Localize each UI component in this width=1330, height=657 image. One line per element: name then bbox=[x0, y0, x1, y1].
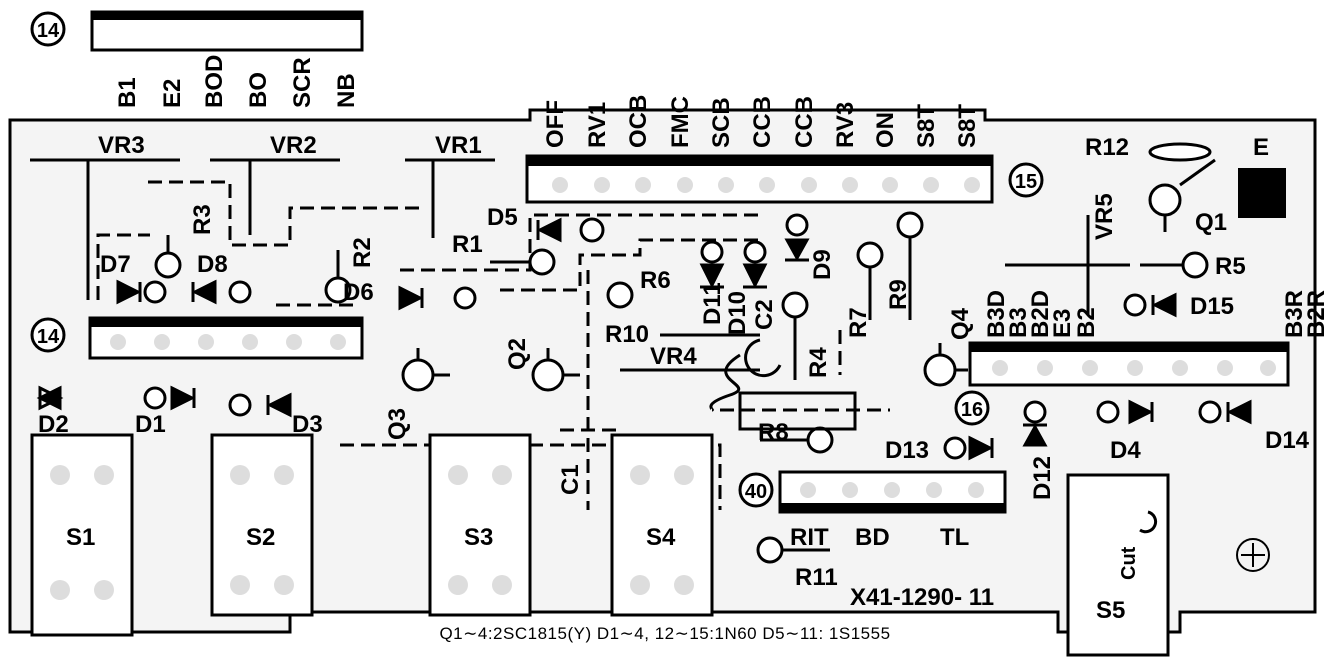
q1-label: Q1 bbox=[1195, 209, 1227, 236]
connector-40: 40 RIT BD TL bbox=[738, 470, 1007, 551]
emitter-pad bbox=[1238, 168, 1286, 218]
d9-label: D9 bbox=[809, 249, 836, 280]
connector-15-marker: 15 bbox=[1015, 171, 1037, 193]
pin-label: OCB bbox=[625, 95, 652, 148]
q3-label: Q3 bbox=[384, 408, 411, 440]
s2-label: S2 bbox=[246, 524, 275, 551]
pin-label: B3R bbox=[1281, 290, 1308, 338]
pin-label: B1 bbox=[114, 77, 141, 108]
r4-label: R4 bbox=[805, 347, 832, 378]
cut-label: Cut bbox=[1118, 546, 1140, 580]
vr1-label: VR1 bbox=[435, 132, 482, 159]
connector-14-top: 14 bbox=[30, 10, 364, 52]
pin-label: B2R bbox=[1303, 290, 1330, 338]
q2-label: Q2 bbox=[504, 338, 531, 370]
pin-label: OFF bbox=[542, 100, 569, 148]
pin-label: FMC bbox=[667, 96, 694, 148]
pin-label: B2D bbox=[1027, 290, 1054, 338]
r6-label: R6 bbox=[640, 267, 671, 294]
pin-label: NB bbox=[333, 73, 360, 108]
pin-label: RV3 bbox=[832, 102, 859, 148]
pin-label: SCR bbox=[289, 57, 316, 108]
pin-label: RV1 bbox=[584, 102, 611, 148]
resistors bbox=[154, 142, 1212, 564]
pin-label: E3 bbox=[1049, 309, 1076, 338]
vr3-label: VR3 bbox=[98, 132, 145, 159]
pin-label: CCB bbox=[791, 96, 818, 148]
transistors bbox=[401, 158, 1216, 392]
r12-label: R12 bbox=[1085, 134, 1129, 161]
diodes bbox=[36, 213, 1252, 461]
connector-14-mid-marker: 14 bbox=[37, 326, 60, 348]
d11-label: D11 bbox=[699, 282, 726, 325]
r11-label: R11 bbox=[795, 564, 838, 591]
c15-pin-labels: OFF RV1 OCB FMC SCB CCB CCB RV3 ON S8T S… bbox=[542, 95, 981, 148]
r7-label: R7 bbox=[845, 307, 872, 338]
d15-label: D15 bbox=[1190, 293, 1234, 320]
pin-label: E2 bbox=[159, 79, 186, 108]
connector-14-mid: 14 bbox=[30, 316, 364, 360]
switch-pads bbox=[50, 465, 694, 600]
d14-label: D14 bbox=[1265, 427, 1310, 454]
s5-label: S5 bbox=[1096, 597, 1125, 624]
mounting-screw bbox=[1236, 538, 1270, 572]
r3-label: R3 bbox=[189, 204, 216, 235]
d13-label: D13 bbox=[885, 437, 929, 464]
c1-label: C1 bbox=[557, 464, 584, 495]
connector-40-marker: 40 bbox=[745, 481, 767, 503]
pin-label: RIT bbox=[790, 524, 829, 551]
r2-label: R2 bbox=[349, 237, 376, 268]
d6-label: D6 bbox=[343, 279, 374, 306]
d4-label: D4 bbox=[1110, 437, 1141, 464]
pin-label: S8T bbox=[954, 104, 981, 148]
r8-label: R8 bbox=[758, 419, 789, 446]
vr2-label: VR2 bbox=[270, 132, 317, 159]
switches bbox=[30, 433, 1170, 657]
emitter-label: E bbox=[1253, 134, 1269, 161]
capacitors bbox=[709, 338, 782, 412]
pin-label: B3 bbox=[1005, 307, 1032, 338]
d8-label: D8 bbox=[197, 251, 228, 278]
r9-label: R9 bbox=[885, 279, 912, 310]
pin-label: BOD bbox=[201, 55, 228, 108]
pin-label: B3D bbox=[983, 290, 1010, 338]
vr5-label: VR5 bbox=[1091, 193, 1118, 240]
pin-label: ON bbox=[872, 112, 899, 148]
pin-label: B2 bbox=[1073, 307, 1100, 338]
component-caption: Q1∼4:2SC1815(Y) D1∼4, 12∼15:1N60 D5∼11: … bbox=[439, 624, 891, 643]
pin-label: S8T bbox=[913, 104, 940, 148]
vr4-label: VR4 bbox=[650, 343, 697, 370]
pin-label: SCB bbox=[708, 97, 735, 148]
d7-label: D7 bbox=[100, 251, 131, 278]
q4-label: Q4 bbox=[947, 307, 974, 340]
d5-label: D5 bbox=[487, 204, 518, 231]
s3-label: S3 bbox=[464, 524, 493, 551]
pin-label: BO bbox=[245, 72, 272, 108]
pin-label: TL bbox=[940, 524, 969, 551]
r10-label: R10 bbox=[605, 321, 649, 348]
d1-label: D1 bbox=[135, 411, 166, 438]
connector-16-marker: 16 bbox=[961, 399, 983, 421]
pin-label: BD bbox=[855, 524, 890, 551]
d10-label: D10 bbox=[724, 291, 751, 335]
r1-label: R1 bbox=[452, 231, 483, 258]
c2-label: C2 bbox=[751, 299, 778, 330]
pin-label: CCB bbox=[749, 96, 776, 148]
top-pin-labels: B1 E2 BOD BO SCR NB bbox=[114, 55, 360, 108]
connector-14-top-marker: 14 bbox=[37, 20, 60, 42]
r5-label: R5 bbox=[1215, 253, 1246, 280]
c16-pin-labels: B3D B3 B2D E3 B2 B3R B2R bbox=[983, 290, 1330, 338]
d12-label: D12 bbox=[1029, 456, 1056, 500]
board-code: X41-1290- 11 bbox=[850, 584, 994, 611]
s4-label: S4 bbox=[646, 524, 676, 551]
vr-group bbox=[30, 158, 1130, 372]
s1-label: S1 bbox=[66, 524, 95, 551]
connector-15: 15 bbox=[525, 154, 1044, 204]
connector-16: 16 bbox=[954, 341, 1290, 426]
